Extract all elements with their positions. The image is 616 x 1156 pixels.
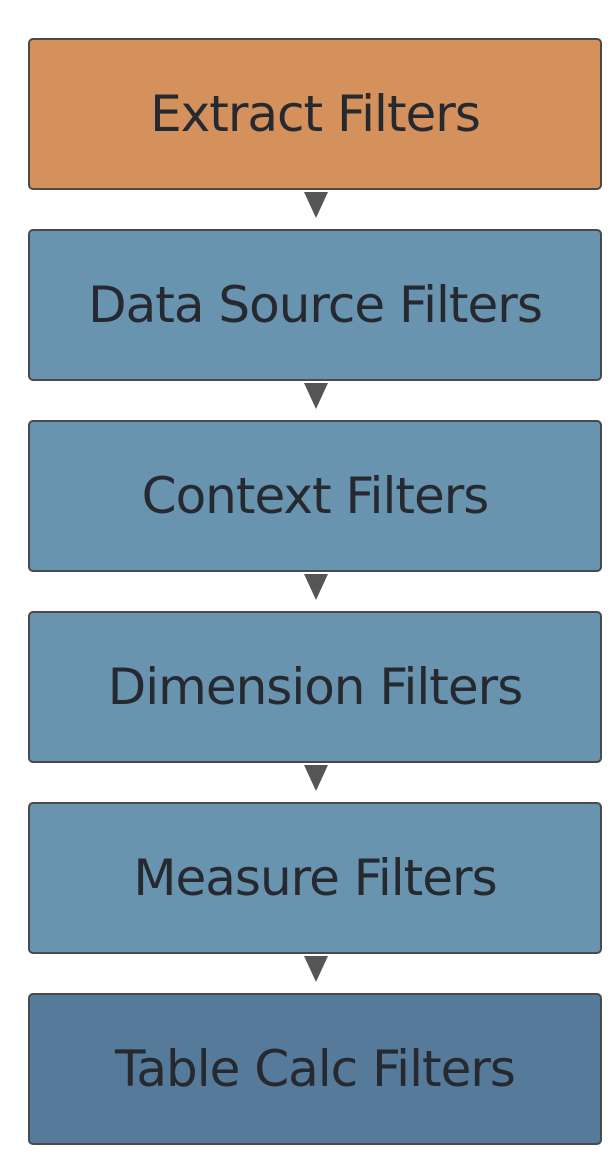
step-measure-filters: Measure Filters (28, 802, 602, 954)
step-label: Dimension Filters (107, 658, 524, 716)
down-arrow-icon (304, 765, 328, 791)
step-context-filters: Context Filters (28, 420, 602, 572)
step-data-source-filters: Data Source Filters (28, 229, 602, 381)
step-table-calc-filters: Table Calc Filters (28, 993, 602, 1145)
step-label: Measure Filters (133, 849, 497, 907)
down-arrow-icon (304, 383, 328, 409)
step-label: Data Source Filters (88, 276, 543, 334)
step-label: Extract Filters (150, 85, 481, 143)
step-label: Context Filters (141, 467, 490, 525)
step-dimension-filters: Dimension Filters (28, 611, 602, 763)
down-arrow-icon (304, 192, 328, 218)
step-extract-filters: Extract Filters (28, 38, 602, 190)
down-arrow-icon (304, 956, 328, 982)
down-arrow-icon (304, 574, 328, 600)
step-label: Table Calc Filters (115, 1040, 516, 1098)
